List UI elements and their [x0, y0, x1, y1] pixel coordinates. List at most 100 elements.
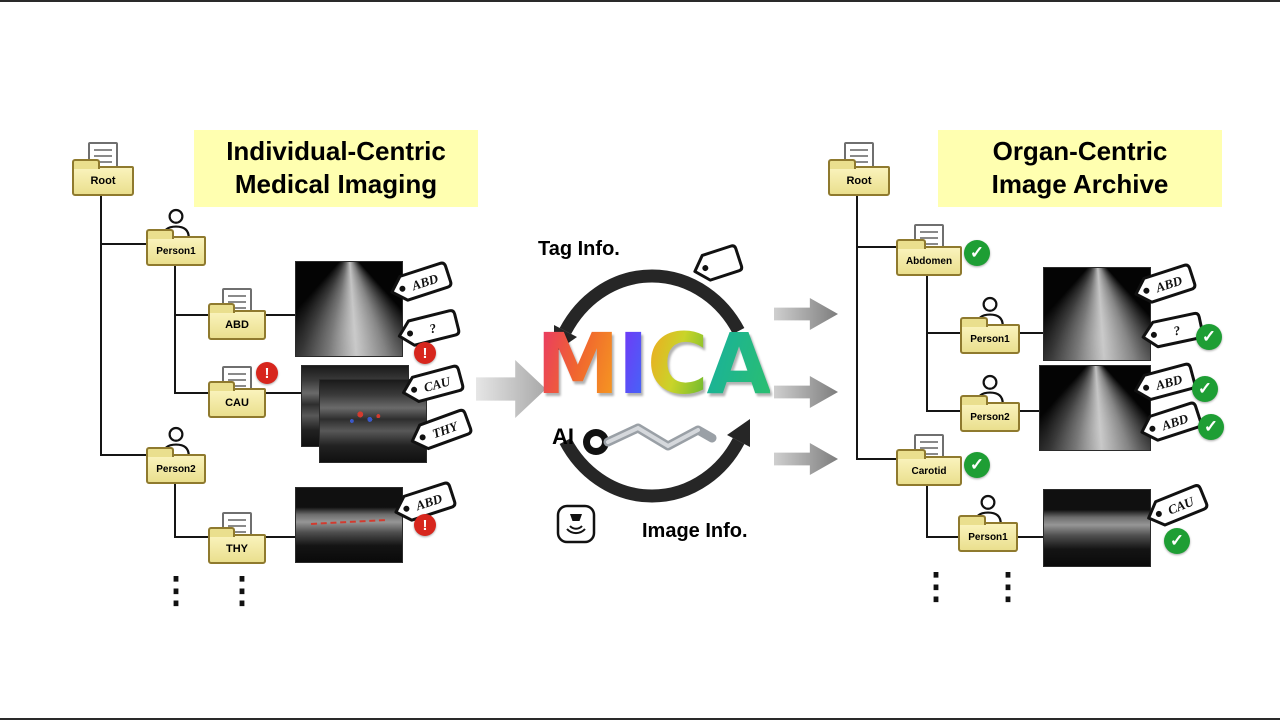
folder-label: Carotid — [911, 465, 947, 477]
ellipsis-left-1: ⋮ — [158, 569, 194, 610]
tag-abd-bottom: ABD — [394, 481, 457, 522]
tree-line — [174, 314, 208, 316]
folder-label: CAU — [225, 397, 249, 409]
tag-question: ? — [397, 309, 461, 347]
check-badge: ✓ — [964, 452, 990, 478]
cycle-arrows-icon — [554, 269, 750, 503]
logo-letter-i: I — [617, 315, 649, 413]
left-panel-title: Individual-Centric Medical Imaging — [194, 130, 478, 207]
ultrasound-image-abdomen-2 — [1040, 366, 1150, 450]
person1-node-abdomen: Person1 — [960, 296, 1020, 354]
logo-letter-a: A — [706, 315, 772, 413]
folder-icon: Person2 — [960, 395, 1020, 432]
carotid-folder: Carotid — [896, 434, 962, 486]
tree-line — [266, 392, 302, 394]
tree-line — [174, 484, 176, 538]
check-badge: ✓ — [1192, 376, 1218, 402]
warning-mark: ! — [264, 364, 270, 382]
right-title-line1: Organ-Centric — [992, 136, 1168, 166]
flow-arrow-center-to-right-2 — [774, 376, 838, 408]
tree-line — [926, 410, 962, 412]
folder-icon: Person2 — [146, 447, 206, 484]
root-folder-right: Root — [828, 142, 890, 196]
folder-icon: CAU — [208, 381, 266, 418]
folder-label: Root — [846, 175, 872, 187]
check-mark: ✓ — [1203, 417, 1219, 436]
ultrasound-thy-image — [296, 488, 402, 562]
abd-folder: ABD — [208, 288, 266, 340]
thy-folder: THY — [208, 512, 266, 564]
warning-badge: ! — [414, 342, 436, 364]
check-badge: ✓ — [1198, 414, 1224, 440]
tree-line — [266, 536, 296, 538]
tree-line — [856, 246, 898, 248]
folder-icon: ABD — [208, 303, 266, 340]
svg-text:?: ? — [428, 320, 438, 336]
check-badge: ✓ — [1196, 324, 1222, 350]
tree-line — [174, 536, 208, 538]
tree-line — [1020, 332, 1044, 334]
tree-line — [100, 454, 148, 456]
check-badge: ✓ — [1164, 528, 1190, 554]
right-title-line2: Image Archive — [991, 169, 1169, 200]
folder-icon: Person1 — [146, 229, 206, 266]
logo-letter-m: M — [536, 315, 620, 413]
ai-label: AI — [552, 424, 574, 449]
image-info-label: Image Info. — [642, 520, 748, 542]
logo-letter-c: C — [646, 315, 709, 413]
person2-node-abdomen: Person2 — [960, 374, 1020, 432]
check-mark: ✓ — [1169, 531, 1185, 550]
svg-text:CAU: CAU — [422, 373, 452, 395]
check-mark: ✓ — [1197, 379, 1213, 398]
tree-line — [1020, 410, 1040, 412]
flow-arrow-center-to-right-3 — [774, 443, 838, 475]
abdomen-folder: Abdomen — [896, 224, 962, 276]
left-title-line2: Medical Imaging — [234, 169, 438, 200]
folder-icon: Root — [828, 159, 890, 196]
folder-label: Root — [90, 175, 116, 187]
tag-info-label: Tag Info. — [538, 238, 620, 260]
tree-line — [926, 536, 958, 538]
folder-icon: Carotid — [896, 449, 962, 486]
cau-folder: CAU — [208, 366, 266, 418]
folder-label: Person1 — [968, 531, 1008, 543]
warning-badge: ! — [414, 514, 436, 536]
ultrasound-abd-image — [296, 262, 402, 356]
tag-abd: ABD — [390, 261, 453, 302]
right-panel-title: Organ-Centric Image Archive — [938, 130, 1222, 207]
tree-line — [1018, 536, 1044, 538]
folder-label: Person2 — [156, 463, 196, 475]
folder-icon: Root — [72, 159, 134, 196]
person1-node-carotid: Person1 — [958, 494, 1018, 552]
ellipsis-right-2: ⋮ — [990, 565, 1026, 606]
check-mark: ✓ — [969, 455, 985, 474]
tree-line — [100, 196, 102, 456]
check-mark: ✓ — [969, 243, 985, 262]
folder-icon: THY — [208, 527, 266, 564]
mica-logo: MICA — [536, 320, 772, 408]
tree-line — [174, 266, 176, 394]
folder-label: THY — [226, 543, 248, 555]
folder-label: Abdomen — [905, 255, 953, 267]
tree-line — [100, 243, 148, 245]
tag-cau-right: CAU — [1147, 484, 1209, 527]
robot-arm-graphic — [583, 423, 717, 455]
ultrasound-probe-icon — [556, 504, 596, 544]
slide-edge-bottom — [0, 718, 1280, 720]
tree-line — [856, 196, 858, 460]
folder-icon: Abdomen — [896, 239, 962, 276]
ultrasound-image-abdomen-1 — [1044, 268, 1150, 360]
ellipsis-right-1: ⋮ — [918, 565, 954, 606]
flow-arrow-center-to-right-1 — [774, 298, 838, 330]
folder-icon: Person1 — [958, 515, 1018, 552]
tree-line — [856, 458, 898, 460]
tree-line — [926, 332, 962, 334]
slide-edge-top — [0, 0, 1280, 2]
annotation-line — [310, 518, 386, 525]
tag-abd-3: ABD — [1140, 401, 1203, 442]
ultrasound-image-carotid — [1044, 490, 1150, 566]
tree-line — [266, 314, 296, 316]
tag-abd-1: ABD — [1134, 263, 1197, 304]
tag-outline-icon — [693, 244, 744, 282]
